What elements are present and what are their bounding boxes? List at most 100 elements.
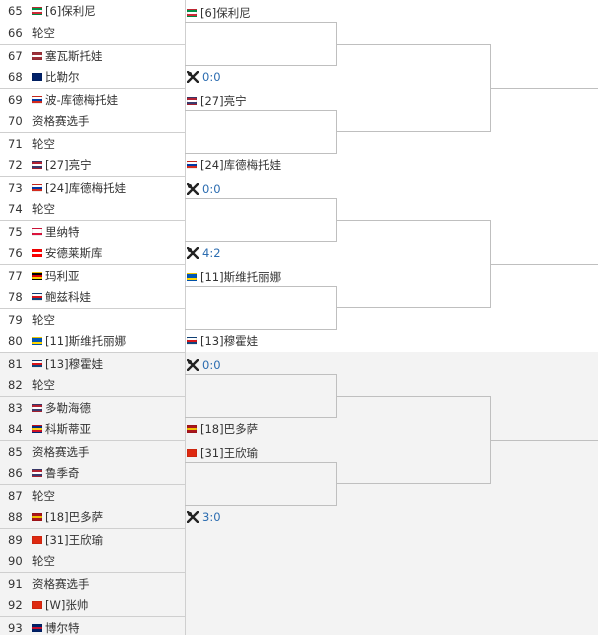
slot-number: 84: [8, 422, 23, 436]
draw-slot[interactable]: 78 鲍兹科娃: [0, 286, 185, 308]
advanced-player[interactable]: [18] 巴多萨: [187, 420, 258, 438]
crossed-rackets-icon: [187, 183, 199, 195]
russia-flag-icon: [32, 183, 42, 192]
draw-slot[interactable]: 83 多勒海德: [0, 396, 185, 418]
ukraine-flag-icon: [187, 273, 197, 281]
score-text: 0:0: [202, 358, 221, 372]
draw-slot[interactable]: 65[6]保利尼: [0, 0, 185, 22]
player-name[interactable]: 安德莱斯库: [45, 246, 103, 260]
italy-flag-icon: [187, 9, 197, 17]
draw-slot[interactable]: 73[24]库德梅托娃: [0, 176, 185, 198]
draw-slot[interactable]: 86 鲁季奇: [0, 462, 185, 484]
match-score[interactable]: 3:0: [187, 508, 221, 526]
seed-label: [11]: [200, 270, 224, 284]
player-name[interactable]: 王欣瑜: [223, 446, 259, 460]
player-name[interactable]: 轮空: [32, 26, 55, 40]
player-name[interactable]: 穆霍娃: [68, 356, 104, 371]
draw-slot[interactable]: 79 轮空: [0, 308, 185, 330]
draw-slot[interactable]: 84 科斯蒂亚: [0, 418, 185, 440]
player-name[interactable]: 资格赛选手: [32, 576, 90, 591]
match-score[interactable]: 0:0: [187, 180, 221, 198]
player-name[interactable]: 里纳特: [45, 224, 80, 239]
slot-number: 72: [8, 158, 23, 172]
player-name[interactable]: 科斯蒂亚: [45, 422, 91, 436]
slot-number: 68: [8, 70, 23, 84]
slot-number: 85: [8, 444, 23, 459]
slot-number: 78: [8, 290, 23, 304]
advanced-player[interactable]: [6] 保利尼: [187, 4, 251, 22]
match-score[interactable]: 0:0: [187, 356, 221, 374]
advanced-player[interactable]: [31] 王欣瑜: [187, 444, 258, 462]
player-name[interactable]: 斯维托丽娜: [68, 334, 127, 348]
draw-slot[interactable]: 89[31]王欣瑜: [0, 528, 185, 550]
advanced-player[interactable]: [24] 库德梅托娃: [187, 156, 281, 174]
advanced-player[interactable]: [27] 亮宁: [187, 92, 247, 110]
match-score[interactable]: 4:2: [187, 244, 221, 262]
round4-connector: [491, 440, 598, 441]
player-name[interactable]: 轮空: [32, 554, 55, 568]
player-name[interactable]: 塞瓦斯托娃: [45, 48, 103, 63]
slot-number: 86: [8, 466, 23, 480]
match-score[interactable]: 0:0: [187, 68, 221, 86]
draw-slot[interactable]: 68 比勒尔: [0, 66, 185, 88]
slot-number: 91: [8, 576, 23, 591]
seed-label: [13]: [45, 356, 69, 371]
player-name[interactable]: 玛利亚: [45, 268, 80, 283]
player-name[interactable]: 轮空: [32, 202, 55, 216]
player-name[interactable]: 库德梅托娃: [68, 180, 127, 195]
player-name[interactable]: 巴多萨: [223, 422, 259, 436]
player-name[interactable]: 保利尼: [61, 4, 96, 18]
player-name[interactable]: 比勒尔: [45, 70, 80, 84]
player-name[interactable]: 鲍兹科娃: [45, 290, 91, 304]
player-name[interactable]: 鲁季奇: [45, 466, 80, 480]
player-name[interactable]: 资格赛选手: [32, 444, 90, 459]
player-name[interactable]: 张帅: [65, 598, 89, 612]
draw-slot[interactable]: 80[11]斯维托丽娜: [0, 330, 185, 352]
draw-slot[interactable]: 92[W]张帅: [0, 594, 185, 616]
player-name[interactable]: 王欣瑜: [68, 532, 104, 547]
player-name[interactable]: 资格赛选手: [32, 114, 90, 128]
advanced-player[interactable]: [13] 穆霍娃: [187, 332, 258, 350]
slot-number: 83: [8, 400, 23, 415]
player-name[interactable]: 博尔特: [45, 620, 80, 635]
section-band-bottom: [0, 352, 598, 635]
china-flag-icon: [32, 601, 42, 609]
player-name[interactable]: 斯维托丽娜: [223, 270, 282, 284]
player-name[interactable]: 轮空: [32, 312, 55, 327]
player-name[interactable]: 保利尼: [216, 6, 251, 20]
player-name[interactable]: 巴多萨: [68, 510, 104, 524]
player-name[interactable]: 穆霍娃: [223, 334, 259, 348]
player-name[interactable]: 亮宁: [68, 158, 92, 172]
seed-label: [18]: [200, 422, 224, 436]
advanced-player[interactable]: [11] 斯维托丽娜: [187, 268, 281, 286]
player-name[interactable]: 波-库德梅托娃: [45, 92, 119, 107]
player-name[interactable]: 轮空: [32, 378, 55, 392]
draw-slot[interactable]: 72[27]亮宁: [0, 154, 185, 176]
player-name[interactable]: 多勒海德: [45, 400, 91, 415]
seed-label: [27]: [200, 94, 224, 108]
draw-slot[interactable]: 81[13]穆霍娃: [0, 352, 185, 374]
usa-flag-icon: [32, 403, 42, 412]
player-name[interactable]: 轮空: [32, 488, 55, 503]
draw-slot[interactable]: 88[18]巴多萨: [0, 506, 185, 528]
player-name[interactable]: 亮宁: [223, 94, 247, 108]
draw-slot[interactable]: 85 资格赛选手: [0, 440, 185, 462]
slot-number: 79: [8, 312, 23, 327]
player-name[interactable]: 轮空: [32, 136, 55, 151]
draw-slot[interactable]: 91 资格赛选手: [0, 572, 185, 594]
player-name[interactable]: 库德梅托娃: [223, 158, 282, 172]
